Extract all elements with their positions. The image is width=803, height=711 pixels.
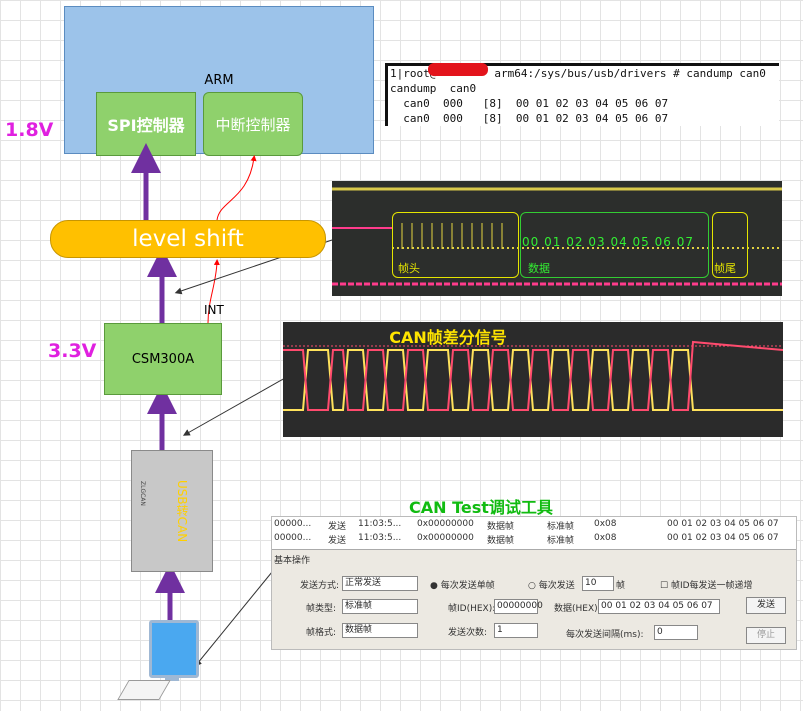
can-differential-scope: CAN帧差分信号 xyxy=(283,322,783,437)
frame-head-box xyxy=(392,212,519,278)
scope2-title: CAN帧差分信号 xyxy=(389,328,507,347)
frame-head-label: 帧头 xyxy=(398,262,420,275)
log-cell: 数据帧 xyxy=(487,536,515,546)
multi-send-label: 每次发送 xyxy=(538,581,575,591)
log-cell: 0x08 xyxy=(594,519,617,529)
voltage-1v8: 1.8V xyxy=(5,119,54,141)
cantest-window: 00000... 发送 11:03:5... 0x00000000 数据帧 标准… xyxy=(271,516,797,650)
log-cell: 0x00000000 xyxy=(417,533,474,543)
log-cell: 0x08 xyxy=(594,533,617,543)
level-shift: level shift xyxy=(50,220,326,258)
pointer-scope2 xyxy=(182,377,286,436)
data-label: 数据(HEX): xyxy=(554,604,601,614)
terminal-prefix: 1|root@ xyxy=(390,67,437,80)
data-input[interactable]: 00 01 02 03 04 05 06 07 xyxy=(598,599,720,614)
hex-byte: 05 xyxy=(632,235,650,249)
hex-byte: 07 xyxy=(676,235,695,249)
id-increment-checkbox[interactable]: ☐ 帧ID每发送一帧递增 xyxy=(660,581,753,591)
send-count-input[interactable]: 1 xyxy=(494,623,538,638)
log-cell: 标准帧 xyxy=(547,536,575,546)
hex-byte: 06 xyxy=(654,235,672,249)
frame-id-label: 帧ID(HEX): xyxy=(448,604,496,614)
pointer-cantest xyxy=(194,571,273,667)
arm-label: ARM xyxy=(204,73,234,88)
int-label: INT xyxy=(204,303,224,317)
send-mode-label: 发送方式: xyxy=(300,581,340,591)
hex-byte: 00 xyxy=(522,235,540,249)
send-button[interactable]: 发送 xyxy=(746,597,786,614)
usb-can-label: USB转CAN xyxy=(175,479,189,543)
log-cell: 00 01 02 03 04 05 06 07 xyxy=(667,519,779,529)
frame-tail-box xyxy=(712,212,748,278)
send-interval-label: 每次发送间隔(ms): xyxy=(566,630,644,640)
int-line-lower xyxy=(207,259,220,324)
log-cell: 发送 xyxy=(328,536,347,546)
log-cell: 11:03:5... xyxy=(358,519,402,529)
single-send-radio[interactable]: ● 每次发送单帧 xyxy=(430,581,495,591)
scope2-waves xyxy=(283,340,783,411)
interrupt-controller: 中断控制器 xyxy=(203,92,303,156)
frame-type-label: 帧类型: xyxy=(306,604,337,614)
multi-count-input[interactable]: 10 xyxy=(582,576,614,591)
hex-byte: 04 xyxy=(610,235,628,249)
frame-tail-label: 帧尾 xyxy=(714,262,736,275)
hex-byte: 01 xyxy=(544,235,562,249)
stop-button[interactable]: 停止 xyxy=(746,627,786,644)
terminal-suffix: arm64:/sys/bus/usb/drivers # candump can… xyxy=(494,67,766,80)
frame-data-hex: 00 01 02 03 04 05 06 07 xyxy=(522,235,694,249)
scope1-waves xyxy=(332,187,782,286)
basic-ops-section: 基本操作 xyxy=(274,556,311,566)
terminal-line: can0 000 [8] 00 01 02 03 04 05 06 07 xyxy=(390,112,669,125)
log-cell: 数据帧 xyxy=(487,522,515,532)
log-cell: 00000... xyxy=(274,519,312,529)
frame-format-select[interactable]: 数据帧 xyxy=(342,623,418,638)
frame-id-input[interactable]: 00000000 xyxy=(494,599,543,614)
message-log: 00000... 发送 11:03:5... 0x00000000 数据帧 标准… xyxy=(272,517,796,550)
send-mode-select[interactable]: 正常发送 xyxy=(342,576,418,591)
csm300a-block: CSM300A xyxy=(104,323,222,395)
usb-brand-label: ZLGCAN xyxy=(139,481,146,506)
computer-monitor-icon xyxy=(149,620,199,678)
log-cell: 标准帧 xyxy=(547,522,575,532)
log-cell: 0x00000000 xyxy=(417,519,474,529)
redaction-mark xyxy=(428,63,488,76)
send-interval-input[interactable]: 0 xyxy=(654,625,698,640)
voltage-3v3: 3.3V xyxy=(48,340,97,362)
single-send-label: 每次发送单帧 xyxy=(440,581,495,591)
id-increment-label: 帧ID每发送一帧递增 xyxy=(670,581,753,591)
frame-data-label: 数据 xyxy=(528,262,550,275)
usb-can-device: USB转CAN ZLGCAN xyxy=(131,450,213,572)
cantest-title: CAN Test调试工具 xyxy=(409,498,553,517)
hex-byte: 03 xyxy=(588,235,606,249)
frame-type-select[interactable]: 标准帧 xyxy=(342,599,418,614)
multi-unit-label: 帧 xyxy=(616,581,626,591)
hex-byte: 02 xyxy=(566,235,584,249)
frame-data-box xyxy=(520,212,709,278)
monitor-stand-icon xyxy=(165,675,179,681)
log-cell: 11:03:5... xyxy=(358,533,402,543)
send-count-label: 发送次数: xyxy=(448,628,488,638)
logic-scope-capture: 帧头 00 01 02 03 04 05 06 07 数据 帧尾 xyxy=(332,181,782,296)
terminal-line: can0 000 [8] 00 01 02 03 04 05 06 07 xyxy=(390,97,669,110)
arm-block: ARM SPI控制器 中断控制器 xyxy=(64,6,374,156)
int-line-upper xyxy=(216,155,257,221)
log-cell: 00000... xyxy=(274,533,312,543)
frame-format-label: 帧格式: xyxy=(306,628,337,638)
multi-send-radio[interactable]: ○ 每次发送 xyxy=(528,581,575,591)
log-cell: 00 01 02 03 04 05 06 07 xyxy=(667,533,779,543)
terminal-line: candump can0 xyxy=(390,82,477,95)
log-cell: 发送 xyxy=(328,522,347,532)
